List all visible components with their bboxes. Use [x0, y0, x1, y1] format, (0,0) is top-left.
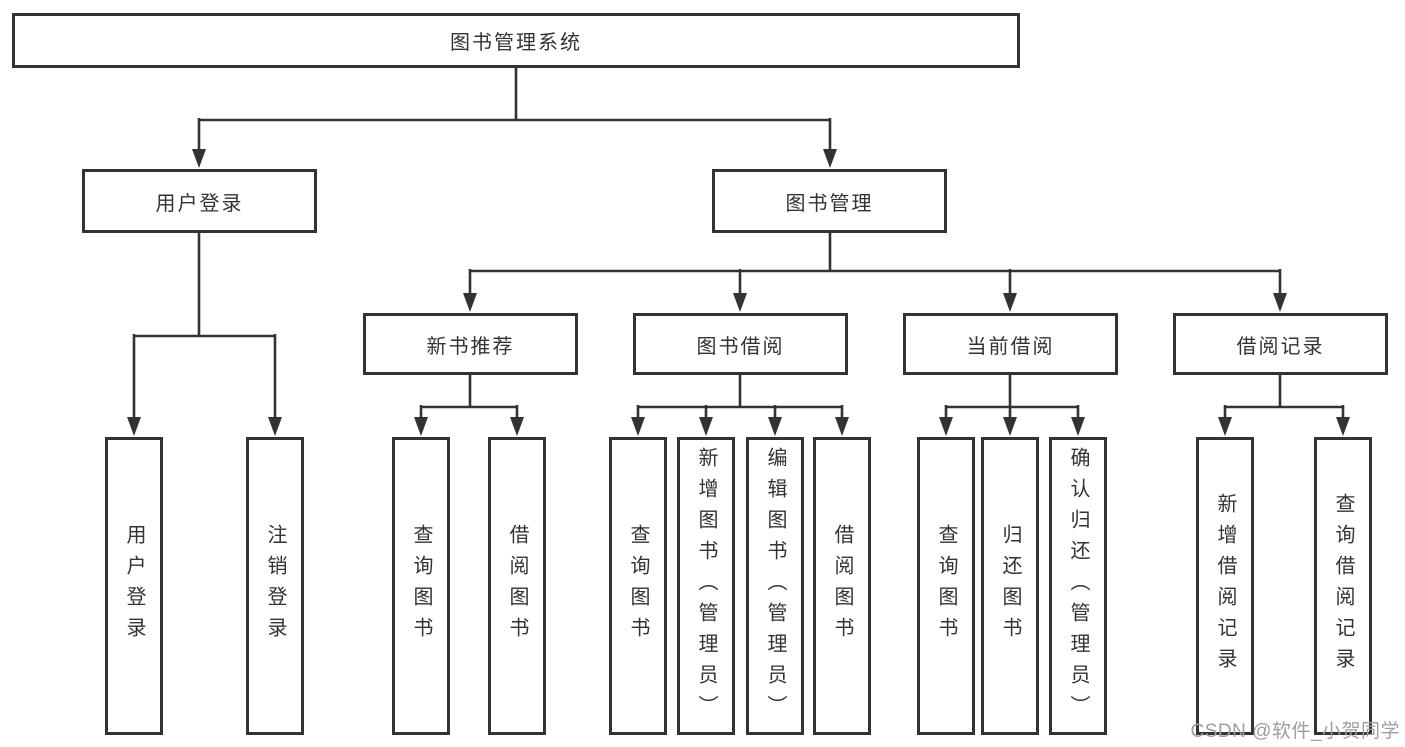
- node-leaf-query-borrow-record-label: 查询借阅记录: [1332, 493, 1354, 679]
- node-root: 图书管理系统: [12, 13, 1020, 68]
- node-leaf-return-books: 归还图书: [981, 437, 1039, 735]
- node-new-book-recommendation-label: 新书推荐: [426, 335, 515, 358]
- node-leaf-borrow-books-recommend: 借阅图书: [488, 437, 546, 735]
- node-book-borrowing-label: 图书借阅: [696, 335, 785, 358]
- node-root-label: 图书管理系统: [450, 32, 582, 54]
- node-current-borrowing-label: 当前借阅: [966, 335, 1055, 358]
- node-leaf-logout-label: 注销登录: [264, 524, 286, 648]
- node-book-borrowing: 图书借阅: [633, 313, 848, 375]
- node-leaf-add-books-admin-label: 新增图书（管理员）: [695, 446, 717, 726]
- node-leaf-logout: 注销登录: [246, 437, 304, 735]
- node-leaf-edit-books-admin: 编辑图书（管理员）: [746, 437, 804, 735]
- node-leaf-query-books-current: 查询图书: [917, 437, 975, 735]
- node-leaf-add-borrow-record-label: 新增借阅记录: [1214, 493, 1236, 679]
- node-leaf-confirm-return-admin: 确认归还（管理员）: [1049, 437, 1107, 735]
- node-user-login-label: 用户登录: [155, 192, 244, 215]
- node-leaf-edit-books-admin-label: 编辑图书（管理员）: [764, 446, 786, 726]
- node-leaf-borrow-books-borrowing: 借阅图书: [813, 437, 871, 735]
- node-leaf-query-books-recommend: 查询图书: [392, 437, 450, 735]
- node-leaf-user-login-label: 用户登录: [123, 524, 145, 648]
- node-leaf-user-login: 用户登录: [105, 437, 163, 735]
- node-leaf-borrow-books-recommend-label: 借阅图书: [506, 524, 528, 648]
- node-book-management: 图书管理: [712, 169, 947, 233]
- node-leaf-return-books-label: 归还图书: [999, 524, 1021, 648]
- node-book-management-label: 图书管理: [785, 192, 874, 215]
- node-leaf-query-books-recommend-label: 查询图书: [410, 524, 432, 648]
- node-leaf-query-books-current-label: 查询图书: [935, 524, 957, 648]
- node-user-login: 用户登录: [82, 169, 317, 233]
- node-leaf-confirm-return-admin-label: 确认归还（管理员）: [1067, 446, 1089, 726]
- node-leaf-add-borrow-record: 新增借阅记录: [1196, 437, 1254, 735]
- node-leaf-query-books-borrowing: 查询图书: [609, 437, 667, 735]
- node-current-borrowing: 当前借阅: [903, 313, 1118, 375]
- node-borrowing-records-label: 借阅记录: [1236, 335, 1325, 358]
- csdn-watermark: CSDN @软件_小贺同学: [1190, 721, 1400, 742]
- node-leaf-query-books-borrowing-label: 查询图书: [627, 524, 649, 648]
- node-leaf-query-borrow-record: 查询借阅记录: [1314, 437, 1372, 735]
- node-leaf-borrow-books-borrowing-label: 借阅图书: [831, 524, 853, 648]
- node-leaf-add-books-admin: 新增图书（管理员）: [677, 437, 735, 735]
- node-borrowing-records: 借阅记录: [1173, 313, 1388, 375]
- node-new-book-recommendation: 新书推荐: [363, 313, 578, 375]
